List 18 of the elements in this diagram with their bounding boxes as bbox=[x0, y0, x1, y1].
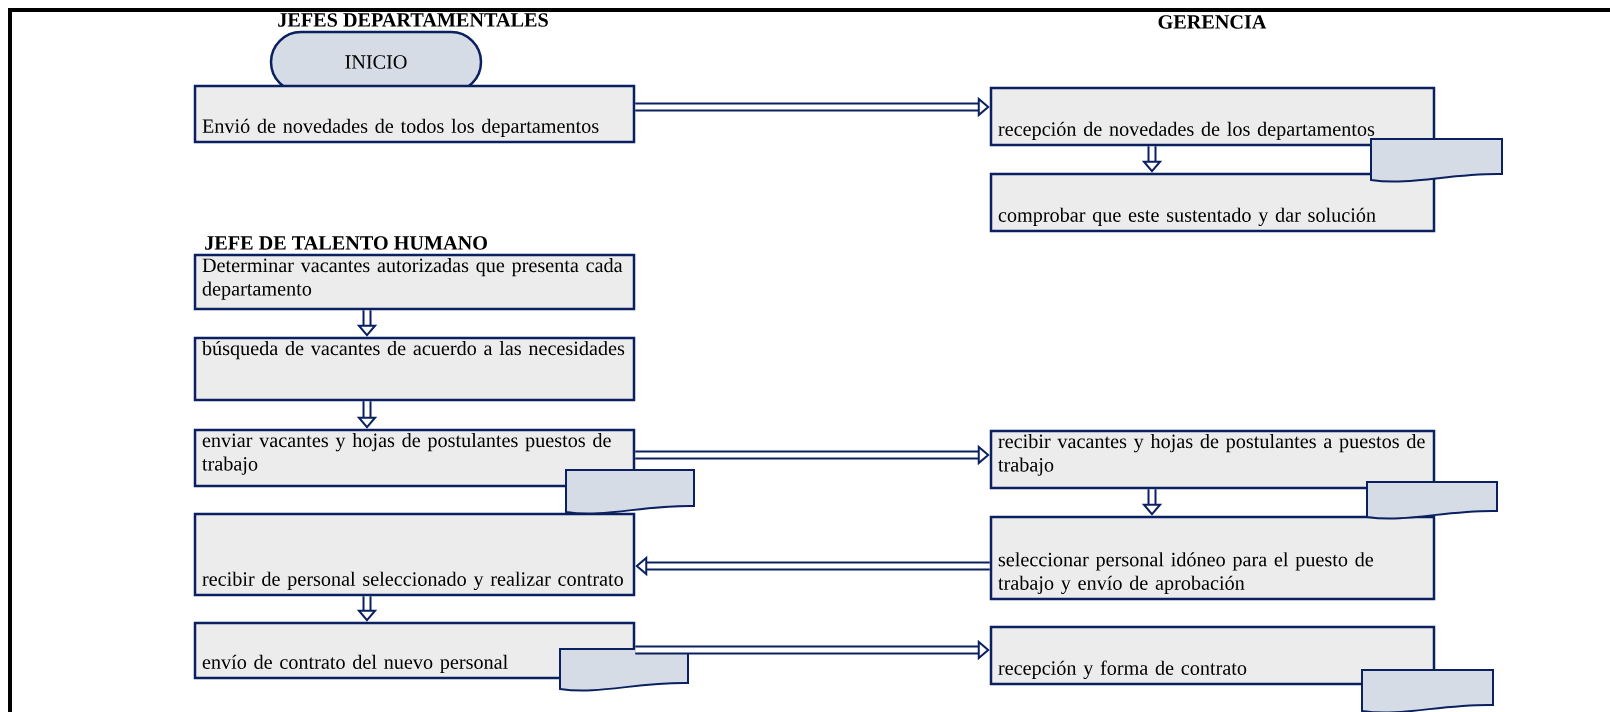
process-box: recepción de novedades de los departamentos bbox=[989, 86, 1436, 147]
process-box: envío de contrato del nuevo personal bbox=[193, 621, 636, 680]
process-box: seleccionar personal idóneo para el puesto de trabajo y envío de aprobación bbox=[989, 515, 1436, 601]
process-box: recepción y forma de contrato bbox=[989, 625, 1436, 686]
lane-heading: JEFES DEPARTAMENTALES bbox=[278, 13, 548, 27]
process-box: Envió de novedades de todos los departamentos bbox=[193, 84, 636, 144]
document-shape bbox=[565, 469, 695, 515]
process-box: recibir de personal seleccionado y realizar contrato bbox=[193, 512, 636, 597]
process-box: Determinar vacantes autorizadas que presenta cada departamento bbox=[193, 253, 636, 311]
document-shape bbox=[1370, 138, 1503, 183]
document-shape bbox=[1366, 481, 1498, 520]
document-shape bbox=[559, 648, 689, 692]
lane-heading: GERENCIA bbox=[1158, 15, 1267, 29]
document-shape bbox=[1361, 669, 1494, 712]
process-box: búsqueda de vacantes de acuerdo a las necesidades bbox=[193, 336, 636, 402]
process-box: recibir vacantes y hojas de postulantes a puestos de trabajo bbox=[989, 429, 1436, 490]
process-box: enviar vacantes y hojas de postulantes puestos de trabajo bbox=[193, 428, 636, 488]
process-box: comprobar que este sustentado y dar solución bbox=[989, 172, 1436, 233]
